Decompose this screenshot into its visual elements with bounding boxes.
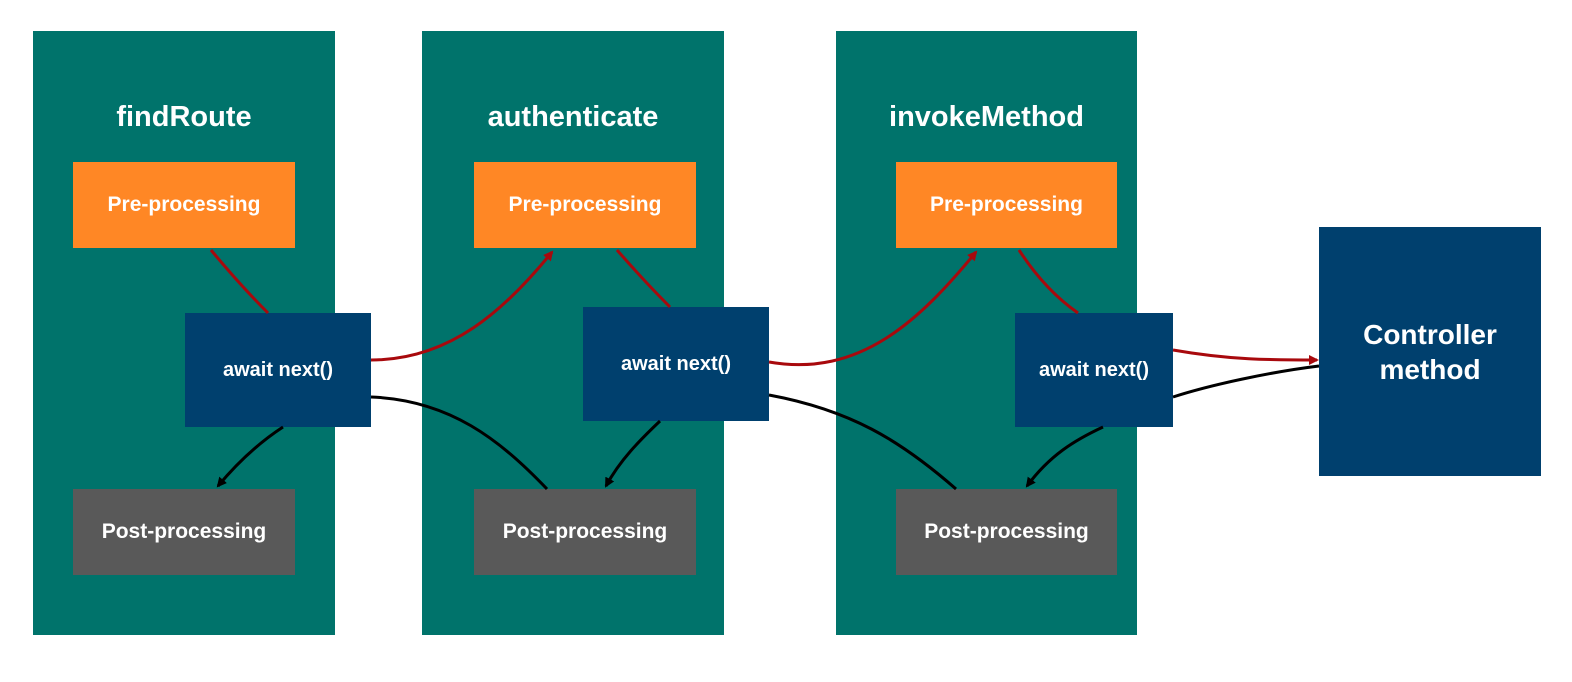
await-to-controller-arrow xyxy=(1172,348,1319,365)
pre-processing-box: Pre-processing xyxy=(474,162,696,248)
pre-processing-box: Pre-processing xyxy=(73,162,295,248)
middleware-title: authenticate xyxy=(487,101,659,133)
controller-label-line1: Controller xyxy=(1363,318,1497,350)
await-next-box: await next() xyxy=(185,313,371,427)
post-processing-box: Post-processing xyxy=(896,489,1117,575)
await-next-box: await next() xyxy=(583,307,769,421)
controller-label-line2: method xyxy=(1379,353,1481,385)
middleware-title: findRoute xyxy=(116,101,252,133)
controller-return-connector xyxy=(1172,364,1320,399)
controller-method-box: Controller method xyxy=(1319,227,1541,476)
await-next-box: await next() xyxy=(1015,313,1173,427)
middleware-title: invokeMethod xyxy=(889,101,1084,133)
post-processing-box: Post-processing xyxy=(73,489,295,575)
post-processing-box: Post-processing xyxy=(474,489,696,575)
pre-processing-box: Pre-processing xyxy=(896,162,1117,248)
